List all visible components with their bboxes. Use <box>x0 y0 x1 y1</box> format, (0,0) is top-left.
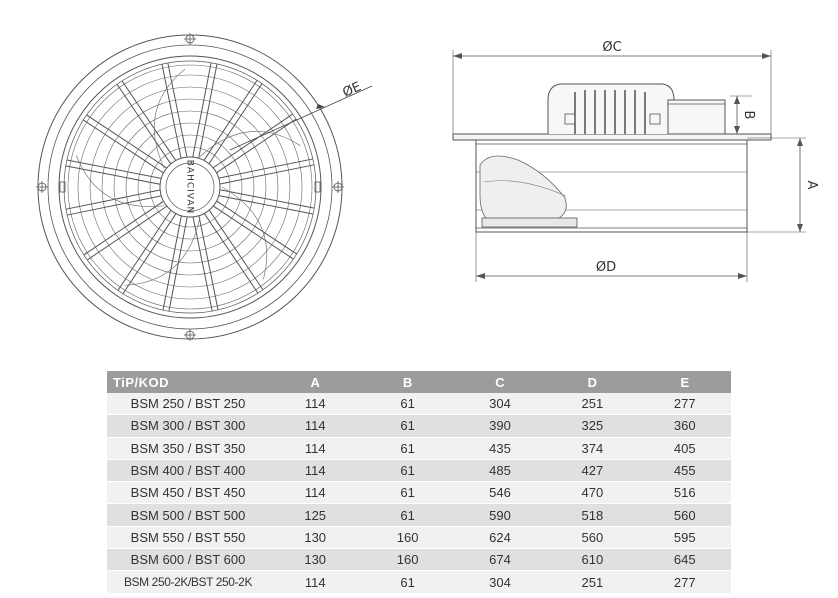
cell-b: 61 <box>361 414 454 438</box>
header-e: E <box>638 371 731 393</box>
cell-c: 485 <box>453 459 547 483</box>
cell-a: 114 <box>269 481 362 505</box>
header-a: A <box>269 371 362 393</box>
cell-e: 277 <box>638 570 731 594</box>
cell-b: 61 <box>361 393 454 416</box>
cell-d: 560 <box>546 526 639 550</box>
header-type-code: TiP/KOD <box>107 371 269 393</box>
cell-d: 470 <box>546 481 639 505</box>
cell-type-code: BSM 400 / BST 400 <box>107 459 269 483</box>
fan-side-view <box>452 50 806 282</box>
cell-type-code: BSM 250-2K/BST 250-2K <box>107 570 269 594</box>
fan-blades <box>76 68 301 286</box>
technical-drawings: BAHCIVAN ØE <box>36 33 819 341</box>
cell-c: 435 <box>453 437 547 460</box>
cell-type-code: BSM 600 / BST 600 <box>107 548 269 572</box>
dimension-e-label: ØE <box>341 79 364 100</box>
diameter-e-leader <box>229 85 373 151</box>
motor-body <box>547 83 675 134</box>
cell-d: 251 <box>546 570 639 594</box>
cell-b: 61 <box>361 503 454 527</box>
cell-e: 516 <box>638 481 731 505</box>
cell-type-code: BSM 500 / BST 500 <box>107 503 269 527</box>
cell-c: 624 <box>453 526 547 550</box>
cell-type-code: BSM 300 / BST 300 <box>107 414 269 438</box>
table-header: TiP/KOD A B C D E <box>107 371 731 393</box>
cell-type-code: BSM 450 / BST 450 <box>107 481 269 505</box>
cell-e: 595 <box>638 526 731 550</box>
cell-c: 674 <box>453 548 547 572</box>
cell-type-code: BSM 250 / BST 250 <box>107 393 269 416</box>
cell-b: 61 <box>361 570 454 594</box>
header-b: B <box>361 371 454 393</box>
cell-a: 114 <box>269 414 362 438</box>
dimension-d-label: ØD <box>596 260 616 275</box>
terminal-box <box>667 99 726 135</box>
header-c: C <box>453 371 547 393</box>
cell-a: 114 <box>269 437 362 460</box>
cell-e: 560 <box>638 503 731 527</box>
impeller-blade <box>479 155 567 223</box>
cell-e: 455 <box>638 459 731 483</box>
cell-d: 610 <box>546 548 639 572</box>
cell-d: 427 <box>546 459 639 483</box>
cell-c: 304 <box>453 393 547 416</box>
cell-c: 546 <box>453 481 547 505</box>
cell-c: 390 <box>453 414 547 438</box>
dimension-c-label: ØC <box>602 40 621 55</box>
cell-b: 61 <box>361 437 454 460</box>
flange-plate <box>452 133 772 141</box>
header-d: D <box>546 371 639 393</box>
cell-d: 251 <box>546 393 639 416</box>
brand-label: BAHCIVAN <box>185 160 195 215</box>
cell-e: 645 <box>638 548 731 572</box>
cell-a: 114 <box>269 459 362 483</box>
dimension-b-label: B <box>741 111 756 120</box>
cell-d: 518 <box>546 503 639 527</box>
mounting-hole-icon <box>36 33 344 341</box>
cell-b: 61 <box>361 459 454 483</box>
cell-a: 130 <box>269 548 362 572</box>
cell-b: 160 <box>361 548 454 572</box>
inner-ring-circle <box>58 55 322 319</box>
cell-b: 160 <box>361 526 454 550</box>
cell-d: 325 <box>546 414 639 438</box>
cell-a: 125 <box>269 503 362 527</box>
cell-e: 277 <box>638 393 731 416</box>
dimension-a-label: A <box>804 181 819 190</box>
cell-c: 590 <box>453 503 547 527</box>
cell-type-code: BSM 350 / BST 350 <box>107 437 269 460</box>
cell-a: 114 <box>269 570 362 594</box>
fan-front-view <box>36 33 373 341</box>
motor-hub-circle <box>159 156 221 218</box>
cell-e: 405 <box>638 437 731 460</box>
cell-type-code: BSM 550 / BST 550 <box>107 526 269 550</box>
cell-a: 130 <box>269 526 362 550</box>
cell-d: 374 <box>546 437 639 460</box>
cell-c: 304 <box>453 570 547 594</box>
guard-grill-rings <box>67 64 313 310</box>
guard-spokes <box>65 62 315 312</box>
cell-e: 360 <box>638 414 731 438</box>
cell-b: 61 <box>361 481 454 505</box>
cell-a: 114 <box>269 393 362 416</box>
